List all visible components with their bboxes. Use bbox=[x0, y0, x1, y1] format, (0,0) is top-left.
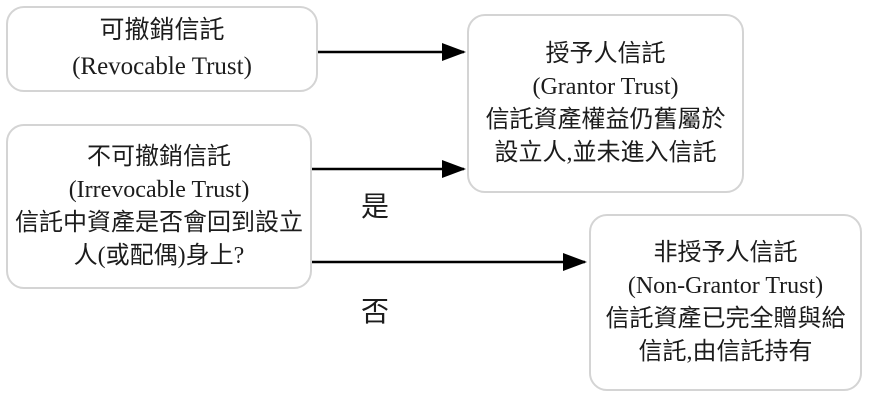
node-irrevocable-trust: 不可撤銷信託 (Irrevocable Trust) 信託中資產是否會回到設立 … bbox=[6, 124, 312, 289]
node-irrevocable-subtitle: (Irrevocable Trust) bbox=[68, 176, 250, 203]
node-non-grantor-trust: 非授予人信託 (Non-Grantor Trust) 信託資產已完全贈與給 信託… bbox=[589, 214, 862, 391]
node-nongrantor-desc-line2: 信託,由信託持有 bbox=[638, 338, 813, 365]
node-irrevocable-question-line2: 人(或配偶)身上? bbox=[73, 242, 245, 269]
node-revocable-subtitle: (Revocable Trust) bbox=[72, 53, 252, 80]
node-revocable-title: 可撤銷信託 bbox=[99, 17, 225, 44]
node-irrevocable-question-line1: 信託中資產是否會回到設立 bbox=[15, 209, 303, 236]
node-revocable-trust: 可撤銷信託 (Revocable Trust) bbox=[6, 6, 318, 92]
node-irrevocable-title: 不可撤銷信託 bbox=[87, 143, 231, 170]
node-grantor-desc-line2: 設立人,並未進入信託 bbox=[494, 139, 717, 166]
edge-label-no: 否 bbox=[361, 297, 390, 328]
node-nongrantor-subtitle: (Non-Grantor Trust) bbox=[627, 272, 824, 299]
edge-label-yes: 是 bbox=[361, 192, 390, 223]
node-grantor-subtitle: (Grantor Trust) bbox=[532, 73, 679, 100]
node-grantor-title: 授予人信託 bbox=[545, 40, 666, 67]
node-grantor-trust: 授予人信託 (Grantor Trust) 信託資產權益仍舊屬於 設立人,並未進… bbox=[467, 14, 744, 193]
node-nongrantor-title: 非授予人信託 bbox=[653, 239, 798, 266]
node-grantor-desc-line1: 信託資產權益仍舊屬於 bbox=[485, 106, 726, 133]
node-nongrantor-desc-line1: 信託資產已完全贈與給 bbox=[605, 305, 846, 332]
